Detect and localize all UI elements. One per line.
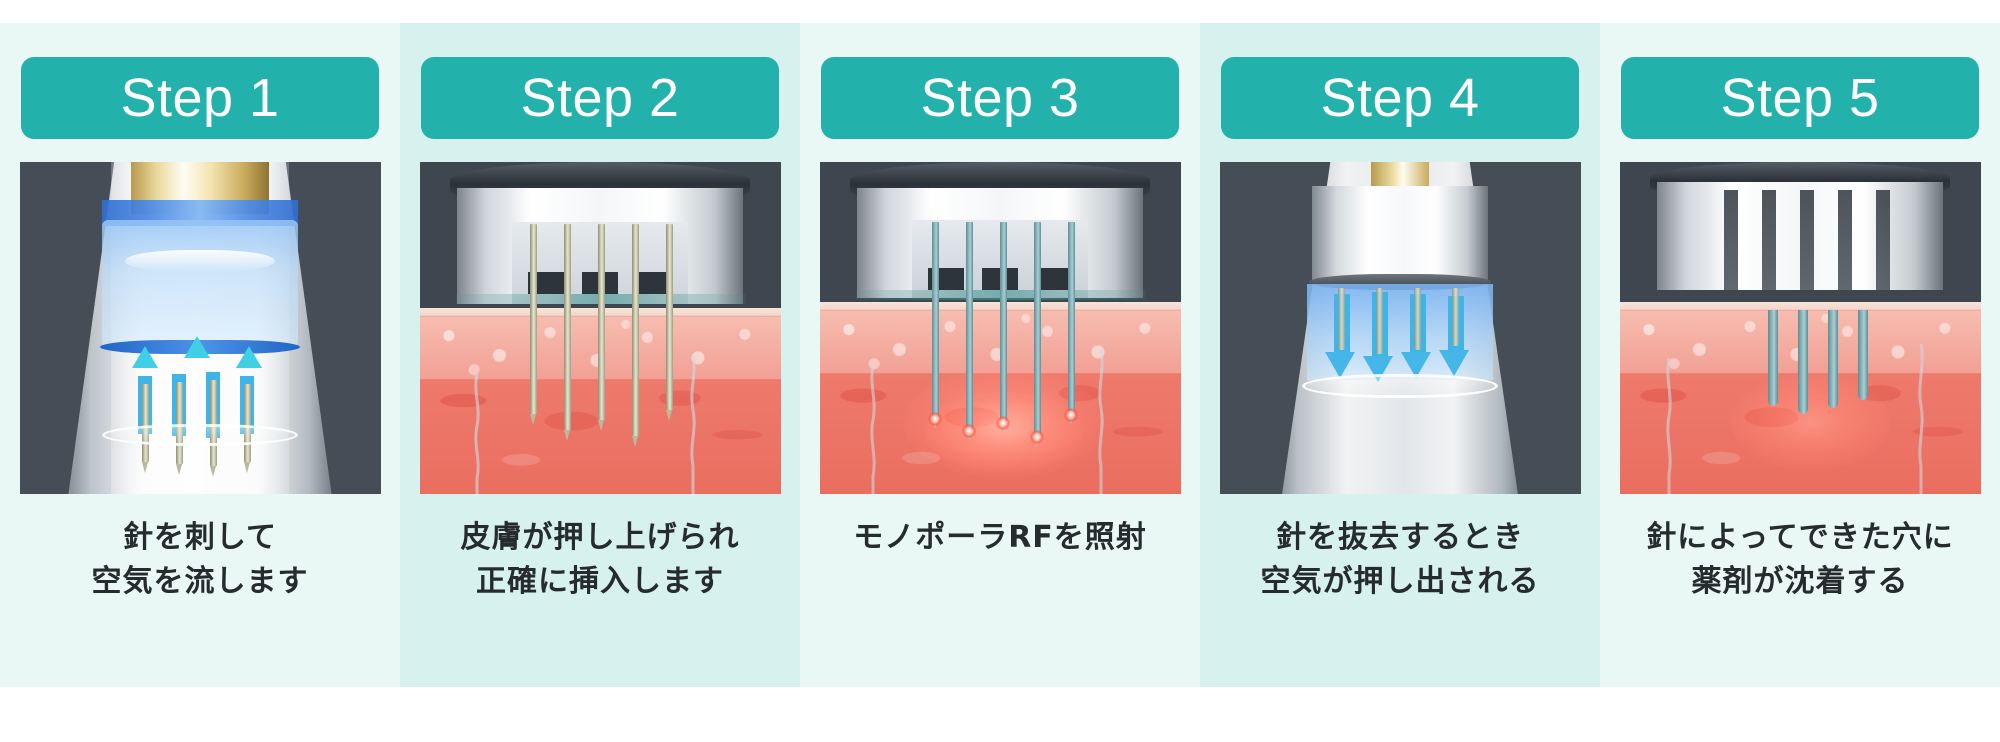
step-column-5: Step 5 <box>1600 23 2000 687</box>
step-illustration-3 <box>819 162 1181 494</box>
step-badge-5: Step 5 <box>1621 57 1979 139</box>
step-column-4: Step 4 <box>1200 23 1600 687</box>
step-illustration-5 <box>1619 162 1981 494</box>
step-badge-4: Step 4 <box>1221 57 1579 139</box>
step-badge-1: Step 1 <box>21 57 379 139</box>
step-column-1: Step 1 <box>0 23 400 687</box>
step-caption-1: 針を刺して 空気を流します <box>91 520 309 599</box>
step-illustration-4 <box>1219 162 1581 494</box>
step-column-2: Step 2 <box>400 23 800 687</box>
steps-band: Step 1 <box>0 23 2000 687</box>
step-caption-2: 皮膚が押し上げられ 正確に挿入します <box>460 520 740 599</box>
step-caption-3: モノポーラRFを照射 <box>853 520 1147 555</box>
step-caption-5: 針によってできた穴に 薬剤が沈着する <box>1646 520 1954 599</box>
step-column-3: Step 3 <box>800 23 1200 687</box>
step-illustration-1 <box>19 162 381 494</box>
step-badge-2: Step 2 <box>421 57 779 139</box>
step-illustration-2 <box>419 162 781 494</box>
step-caption-4: 針を抜去するとき 空気が押し出される <box>1260 520 1540 599</box>
step-badge-3: Step 3 <box>821 57 1179 139</box>
